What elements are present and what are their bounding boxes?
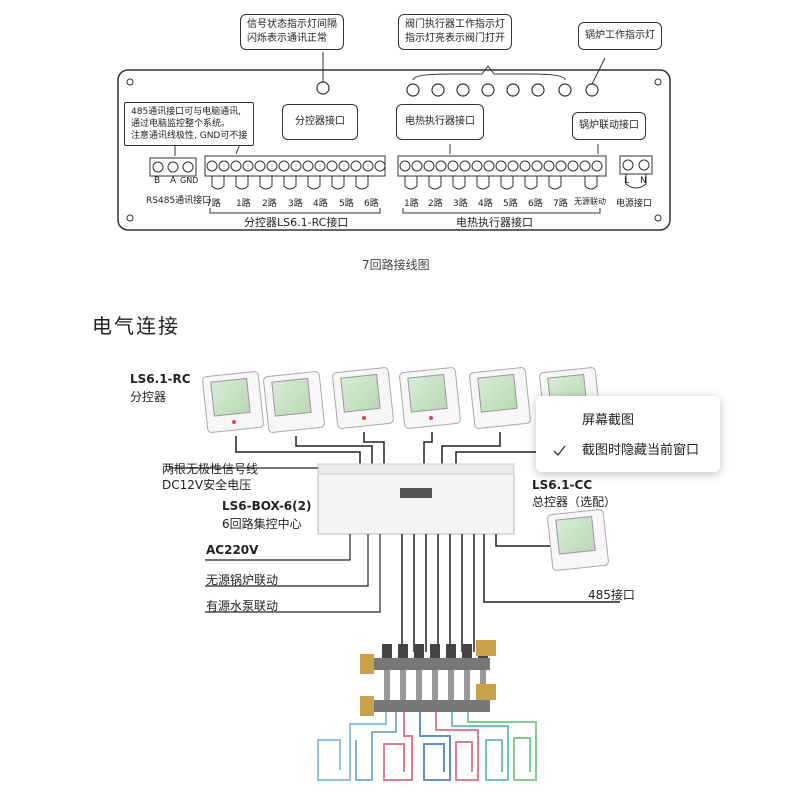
electrical-diagram (170, 367, 620, 781)
heat-port-1: 1路 (404, 199, 419, 209)
callout-signal-led: 信号状态指示灯间隔 闪烁表示通讯正常 (240, 14, 344, 50)
heat-port-5: 5路 (503, 199, 518, 209)
callout-485: 485通讯接口可与电脑通讯, 通过电脑监控整个系统。 注意通讯线极性, GND可… (124, 102, 255, 146)
box-name: 6回路集控中心 (222, 517, 302, 531)
wiring-diagram (117, 52, 671, 231)
diagram-caption: 7回路接线图 (362, 258, 430, 272)
menu-item-hide-window[interactable]: 截图时隐藏当前窗口 (536, 436, 720, 466)
sub-port-2: 2路 (262, 199, 277, 209)
pin-gnd: GND (180, 176, 199, 185)
sub-port-4: 4路 (313, 199, 328, 209)
context-menu: 屏幕截图 截图时隐藏当前窗口 (536, 396, 720, 472)
manifold (360, 640, 496, 716)
ac-label: AC220V (206, 543, 259, 557)
power-label: 电源接口 (616, 199, 653, 209)
cc-model: LS6.1-CC (532, 478, 593, 492)
check-icon (553, 445, 566, 456)
callout-valve-led: 阀门执行器工作指示灯 指示灯亮表示阀门打开 (398, 14, 512, 50)
heat-port-boiler: 无源联动 (574, 197, 606, 206)
section-title: 电气连接 (92, 314, 180, 338)
callout-boiler-led: 锅炉工作指示灯 (578, 22, 662, 50)
pin-n: N (640, 176, 647, 186)
boiler-link-label: 无源锅炉联动 (206, 573, 279, 587)
thermostat-5 (469, 367, 531, 429)
sub-port-1: 1路 (236, 199, 251, 209)
wire-desc-1: 两根无极性信号线 (162, 462, 259, 476)
heat-port-3: 3路 (453, 199, 468, 209)
thermostat-2 (263, 371, 325, 433)
total-controller (547, 509, 609, 571)
heat-port-2: 2路 (428, 199, 443, 209)
sub-group-label: 分控器LS6.1-RC接口 (244, 216, 349, 229)
heat-group-label: 电热执行器接口 (456, 216, 533, 229)
sub-port-7: 7路 (206, 199, 221, 209)
heat-port-7: 7路 (553, 199, 568, 209)
box-model: LS6-BOX-6(2) (222, 499, 312, 513)
port-485-label: 485接口 (588, 588, 635, 602)
pin-a: A (170, 176, 177, 186)
sub-port-3: 3路 (288, 199, 303, 209)
pump-link-label: 有源水泵联动 (206, 599, 279, 613)
menu-item-screenshot[interactable]: 屏幕截图 (582, 413, 635, 428)
callout-heater-port: 电热执行器接口 (396, 104, 484, 140)
heat-port-4: 4路 (478, 199, 493, 209)
callout-boiler-port: 锅炉联动接口 (572, 112, 646, 140)
thermostat-3 (332, 367, 394, 429)
sub-port-5: 5路 (339, 199, 354, 209)
pin-l: L (624, 176, 630, 186)
rs485-label: RS485通讯接口 (146, 196, 212, 206)
wire-desc-2: DC12V安全电压 (162, 478, 252, 492)
pin-b: B (154, 176, 161, 186)
sub-port-6: 6路 (364, 199, 379, 209)
heat-port-6: 6路 (528, 199, 543, 209)
cc-name: 总控器（选配） (532, 495, 617, 509)
thermostat-4 (399, 367, 461, 429)
rc-model: LS6.1-RC (130, 372, 191, 386)
callout-sub-port: 分控器接口 (282, 104, 358, 140)
thermostat-1 (202, 371, 264, 433)
rc-name: 分控器 (130, 390, 167, 404)
